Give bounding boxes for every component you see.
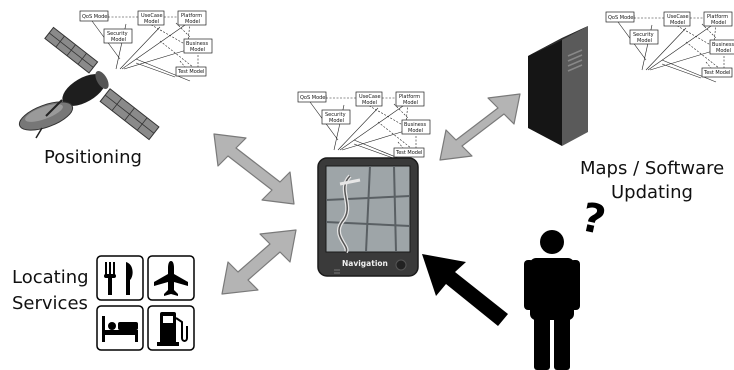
double-arrow-device-services xyxy=(221,229,297,295)
business-model-label-2: Model xyxy=(716,48,731,54)
locating-services-label-2: Services xyxy=(12,293,88,314)
model-diagram-right: QoS Model UseCase Model Platform Model S… xyxy=(605,11,734,83)
business-model-label-1: Business xyxy=(712,42,734,48)
qos-model-label: QoS Model xyxy=(608,15,635,21)
positioning-label: Positioning xyxy=(44,147,142,168)
usecase-model-label-1: UseCase xyxy=(141,13,163,19)
server-tower-icon xyxy=(528,26,588,146)
usecase-model-label-2: Model xyxy=(670,20,685,26)
platform-model-label-1: Platform xyxy=(399,94,420,100)
locating-services-label-1: Locating xyxy=(12,267,89,288)
qos-model-label: QoS Model xyxy=(82,14,109,20)
security-model-label-1: Security xyxy=(325,112,346,118)
platform-model-label-2: Model xyxy=(403,100,418,106)
question-mark: ? xyxy=(577,194,609,244)
platform-model-label-2: Model xyxy=(185,19,200,25)
platform-model-label-1: Platform xyxy=(707,14,728,20)
model-diagram-center: QoS Model UseCase Model Platform Model S… xyxy=(297,91,431,163)
model-diagram-left: QoS Model UseCase Model Platform Model S… xyxy=(79,10,213,82)
gps-device-icon: Navigation xyxy=(317,157,419,277)
double-arrow-satellite-device xyxy=(213,133,295,205)
business-model-label-2: Model xyxy=(190,47,205,53)
arrow-person-to-device xyxy=(422,254,508,326)
navigation-screen-title: Navigation xyxy=(342,259,388,268)
satellite-icon xyxy=(18,26,160,141)
business-model-label-1: Business xyxy=(186,41,208,47)
security-model-label-2: Model xyxy=(329,118,344,124)
test-model-label: Test Model xyxy=(177,69,204,75)
airplane-icon xyxy=(147,255,195,301)
business-model-label-2: Model xyxy=(408,128,423,134)
knife-fork-icon xyxy=(96,255,144,301)
security-model-label-2: Model xyxy=(637,38,652,44)
security-model-label-1: Security xyxy=(633,32,654,38)
usecase-model-label-1: UseCase xyxy=(359,94,381,100)
person-icon xyxy=(524,230,580,370)
double-arrow-device-server xyxy=(439,93,521,161)
fuel-pump-icon xyxy=(147,305,195,351)
usecase-model-label-1: UseCase xyxy=(667,14,689,20)
usecase-model-label-2: Model xyxy=(362,100,377,106)
business-model-label-1: Business xyxy=(404,122,426,128)
maps-software-label-1: Maps / Software xyxy=(580,158,724,179)
test-model-label: Test Model xyxy=(395,150,422,156)
maps-software-label-2: Updating xyxy=(611,182,693,203)
security-model-label-1: Security xyxy=(107,31,128,37)
test-model-label: Test Model xyxy=(703,70,730,76)
usecase-model-label-2: Model xyxy=(144,19,159,25)
platform-model-label-1: Platform xyxy=(181,13,202,19)
qos-model-label: QoS Model xyxy=(300,95,327,101)
platform-model-label-2: Model xyxy=(711,20,726,26)
bed-icon xyxy=(96,305,144,351)
security-model-label-2: Model xyxy=(111,37,126,43)
